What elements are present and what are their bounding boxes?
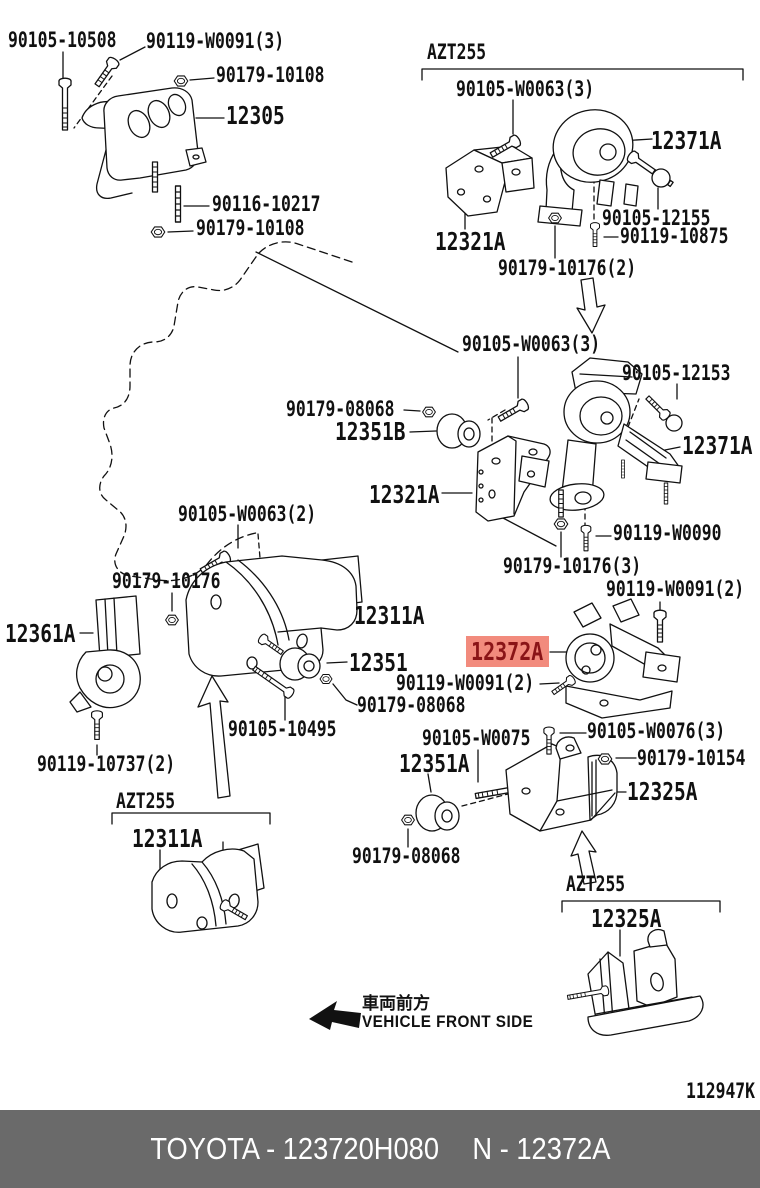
footer-reference-number: N - 12372A	[472, 1131, 611, 1166]
vehicle-front-arrow-icon	[309, 1001, 361, 1030]
part-label[interactable]: 12325A	[627, 777, 698, 806]
leader-lines-dashed	[73, 75, 640, 807]
variant-label: AZT255	[427, 40, 487, 64]
part-label[interactable]: 90179-08068	[286, 397, 395, 421]
engine-outline	[99, 241, 459, 582]
part-label[interactable]: 90105-W0075	[422, 726, 531, 750]
part-drawing-12361a	[69, 595, 141, 740]
part-label[interactable]: 12351B	[335, 417, 406, 446]
part-label[interactable]: 12351A	[399, 749, 470, 778]
part-drawing-12321a-middle	[475, 397, 551, 522]
part-label[interactable]: 90179-10154	[637, 746, 746, 770]
footer-part-number: TOYOTA - 123720H080	[149, 1131, 439, 1166]
part-label[interactable]: 90119-W0091(2)	[606, 577, 745, 601]
part-label[interactable]: 90119-W0090	[613, 521, 722, 545]
part-label[interactable]: 90179-10176(3)	[503, 554, 642, 578]
part-label[interactable]: 12311A	[132, 824, 203, 853]
variant-label: AZT255	[116, 789, 176, 813]
variant-label: AZT255	[566, 872, 626, 896]
part-label[interactable]: 12351	[349, 648, 408, 677]
vehicle-front-label-en: VEHICLE FRONT SIDE	[362, 1012, 534, 1031]
azt255-bracket-top	[421, 68, 744, 81]
part-label[interactable]: 12321A	[369, 480, 440, 509]
part-drawing-12372a	[549, 598, 681, 719]
part-label[interactable]: 12371A	[682, 431, 753, 460]
part-label[interactable]: 90105-W0076(3)	[587, 719, 726, 743]
part-label[interactable]: 90119-W0091(3)	[146, 29, 285, 53]
part-drawing-12351	[279, 647, 333, 684]
part-drawing-12325a-bottom	[566, 928, 704, 1036]
part-label[interactable]: 90105-W0063(2)	[178, 502, 317, 526]
part-drawing-12321a-top	[445, 133, 535, 217]
flow-arrow-down-icon	[576, 277, 606, 334]
part-label[interactable]: 90179-10176(2)	[498, 256, 637, 280]
part-label[interactable]: 90105-10495	[228, 717, 337, 741]
part-label[interactable]: 12305	[226, 101, 285, 130]
part-label[interactable]: 90179-10176	[112, 569, 221, 593]
part-label[interactable]: 90119-10875	[620, 224, 729, 248]
part-drawing-12371a-top	[537, 109, 676, 247]
highlighted-part-number: 12372A	[471, 637, 544, 666]
part-label[interactable]: 12321A	[435, 227, 506, 256]
part-label[interactable]: 90179-10108	[196, 216, 305, 240]
part-label[interactable]: 90119-W0091(2)	[396, 671, 535, 695]
part-drawing-12351b	[422, 406, 481, 449]
part-label[interactable]: 90105-12155	[602, 206, 711, 230]
part-label[interactable]: 90179-10108	[216, 63, 325, 87]
azt255-bracket-bottom-left	[111, 812, 271, 825]
part-label[interactable]: 90119-10737(2)	[37, 752, 176, 776]
part-label[interactable]: 90116-10217	[212, 192, 321, 216]
vehicle-front-label-jp: 車両前方	[362, 994, 430, 1014]
part-label[interactable]: 90105-W0063(3)	[456, 77, 595, 101]
footer-bar: TOYOTA - 123720H080 N - 12372A	[0, 1110, 760, 1188]
part-label[interactable]: 90105-12153	[622, 361, 731, 385]
part-label[interactable]: 90179-08068	[352, 844, 461, 868]
part-label[interactable]: 12311A	[354, 601, 425, 630]
flow-arrow-up-bottom-icon	[570, 830, 597, 885]
part-drawing-12351a	[401, 780, 529, 832]
leader-lines	[62, 46, 681, 957]
part-drawing-12305	[58, 55, 207, 238]
diagram-code: 112947K	[686, 1079, 756, 1103]
part-drawing-12325a	[505, 726, 618, 832]
highlighted-part-label[interactable]: 12372A	[466, 636, 549, 667]
part-label[interactable]: 12361A	[5, 619, 76, 648]
part-drawing-12311a-bottom	[151, 843, 265, 933]
part-drawing-12311a-center	[165, 555, 363, 701]
part-label[interactable]: 12371A	[651, 126, 722, 155]
part-label[interactable]: 90105-10508	[8, 28, 117, 52]
part-label[interactable]: 12325A	[591, 904, 662, 933]
part-label[interactable]: 90105-W0063(3)	[462, 332, 601, 356]
part-drawing-12371a-middle	[549, 357, 683, 552]
part-label[interactable]: 90179-08068	[357, 693, 466, 717]
flow-arrow-up-center-icon	[197, 675, 231, 799]
azt255-bracket-bottom-right	[561, 900, 721, 913]
